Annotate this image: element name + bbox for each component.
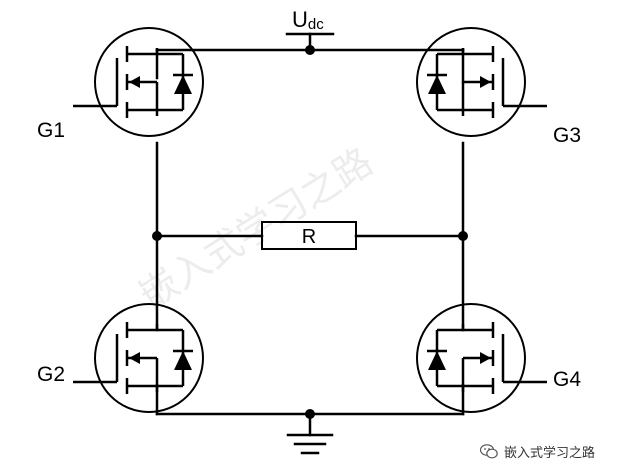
footer-watermark: 嵌入式学习之路 xyxy=(479,442,595,461)
resistor-label: R xyxy=(302,226,316,248)
supply-label: Udc xyxy=(292,7,324,33)
mosfet-q4 xyxy=(415,302,549,414)
resistor xyxy=(261,221,357,250)
gate-label-g4: G4 xyxy=(553,368,581,391)
mosfet-q1 xyxy=(71,26,205,138)
wechat-icon xyxy=(479,444,498,459)
watermark-text: 嵌入式学习之路 xyxy=(131,139,380,317)
junction-bottom xyxy=(305,409,315,419)
mosfet-q3 xyxy=(415,26,549,138)
junction-right xyxy=(458,231,468,241)
mosfet-q2 xyxy=(71,302,205,414)
watermark: 嵌入式学习之路 xyxy=(131,139,380,317)
junction-top xyxy=(305,45,315,55)
footer-text: 嵌入式学习之路 xyxy=(503,446,595,461)
junction-left xyxy=(152,231,162,241)
gate-label-g2: G2 xyxy=(37,363,65,386)
gate-label-g1: G1 xyxy=(37,119,65,142)
gate-label-g3: G3 xyxy=(553,124,581,147)
